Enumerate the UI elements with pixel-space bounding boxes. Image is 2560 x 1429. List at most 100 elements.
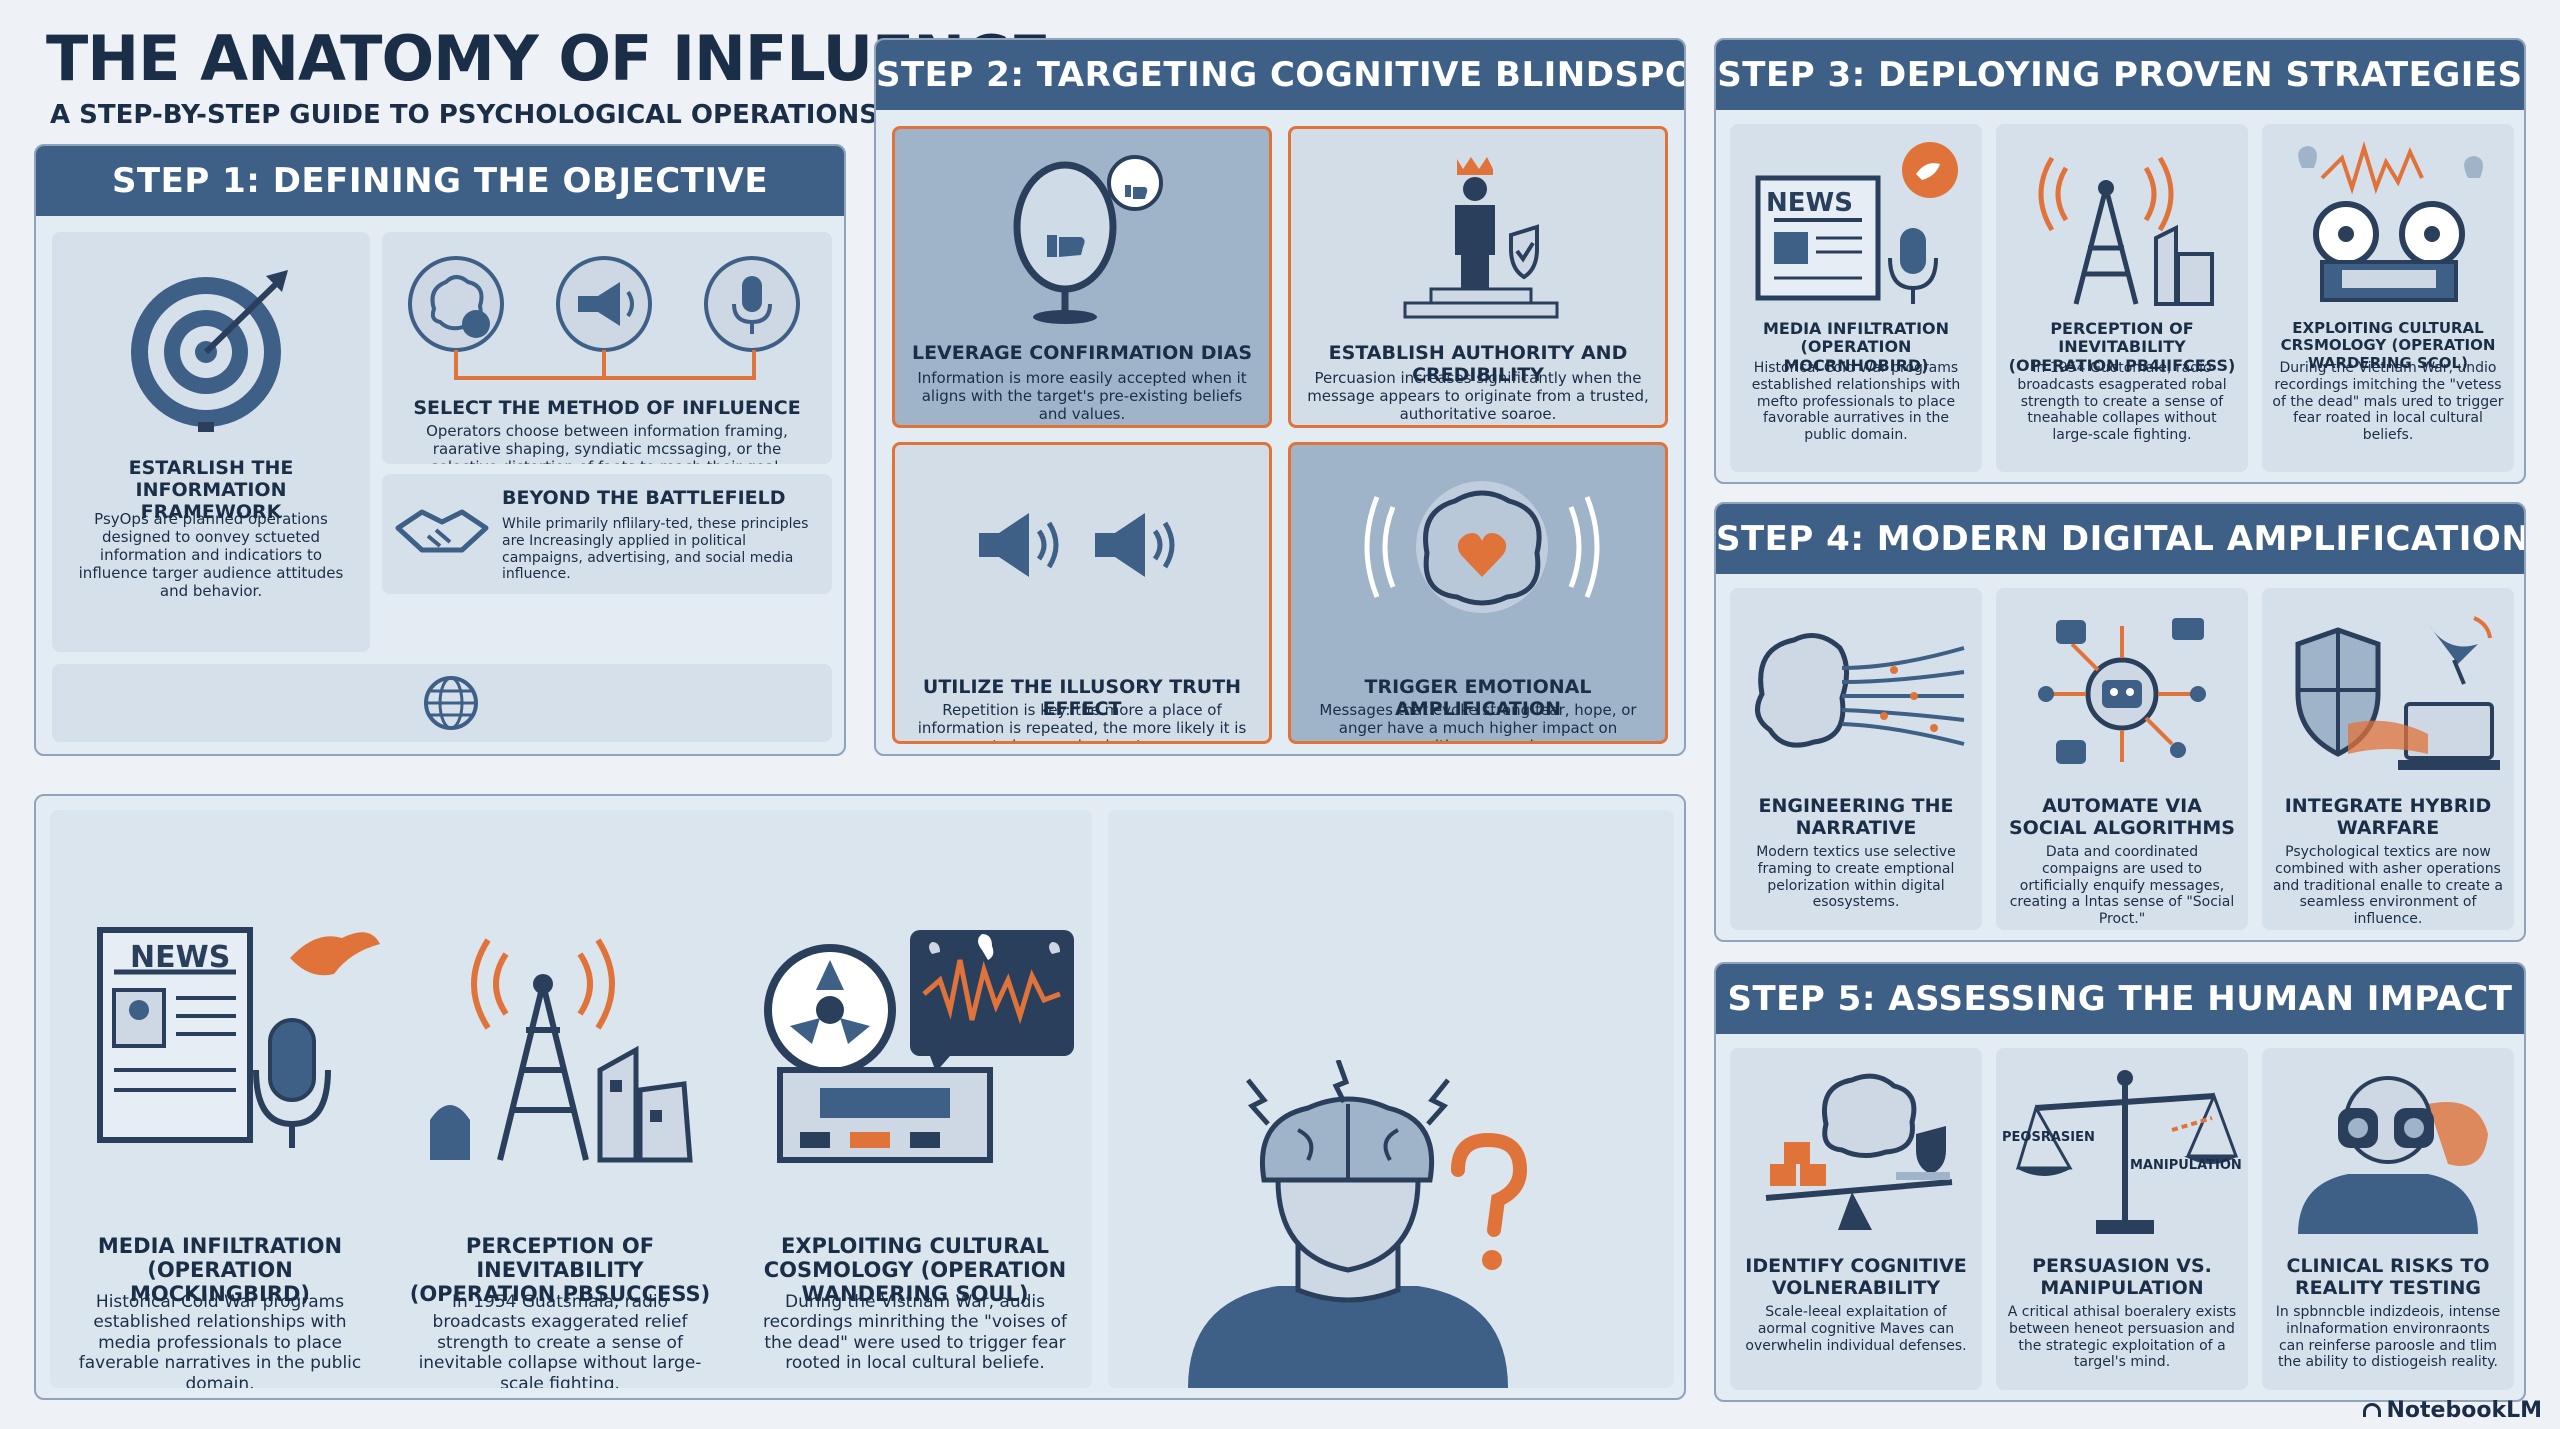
bottom-person-area: [1108, 810, 1674, 1388]
globe-icon: [424, 676, 478, 730]
bottom-card-media-title: MEDIA INFILTRATION (OPERATION MOCKINGBIR…: [97, 1234, 343, 1307]
confused-person-icon: [1188, 1060, 1528, 1388]
bottom-card-cosmology-body: During the Vistnam War, audis recordings…: [762, 1292, 1068, 1374]
mirror-icon: [1013, 155, 1163, 324]
step1-card-method: SELECT THE METHOD OF INFLUENCE Operators…: [382, 232, 832, 464]
newspaper-icon: [97, 927, 380, 1148]
step4-card-algorithms: AUTOMATE VIA SOCIAL ALGORITHMS Data and …: [1996, 588, 2248, 930]
step4-card-narrative: ENGINEERING THE NARRATIVE Modern textics…: [1730, 588, 1982, 930]
step1-card-beyond-title: BEYOND THE BATTLEFIELD: [502, 487, 786, 509]
reel-recorder-icon: [2298, 141, 2483, 302]
step1-card-framework-title: ESTARLISH THE INFORMATION FRAMEWORK: [128, 457, 294, 523]
step4-heading: STEP 4: MODERN DIGITAL AMPLIFICATION: [1716, 504, 2524, 574]
step1-card-beyond-body: While primarily nflilary-ted, these prin…: [502, 516, 809, 583]
binoculars-person-icon: [2298, 1076, 2488, 1234]
handshake-icon: [395, 509, 489, 553]
step2-card-confirmation-body: Information is more easily accepted when…: [917, 369, 1247, 423]
step2-card-illusory: UTILIZE THE ILLUSORY TRUTH EFFECT Repeti…: [892, 442, 1272, 744]
step5-card-reality: CLINICAL RISKS TO REALITY TESTING In spb…: [2262, 1048, 2514, 1390]
step5-card-vulnerability-title: IDENTIFY COGNITIVE VOLNERABILITY: [1745, 1255, 1967, 1299]
podium-authority-icon: [1403, 157, 1559, 319]
step3-card-cosmology-body: During the Vietnam War, undio recordings…: [2272, 360, 2504, 444]
step3-card-inevitability-title: PERCEPTION OF INEVITABILITY (OPERATION P…: [2008, 319, 2236, 375]
step3-card-media-body: Historical Cold War programs established…: [1751, 360, 1961, 444]
reel-recorder-icon: [764, 930, 1074, 1163]
balance-scale-icon: [2015, 1070, 2238, 1234]
step2-card-confirmation: LEVERAGE CONFIRMATION DIAS Information i…: [892, 126, 1272, 428]
brand-label: NotebookLM: [2386, 1398, 2542, 1423]
brand-logo-icon: [2362, 1403, 2381, 1417]
step2-card-emotion-body: Messages that evoke strong fear, hope, o…: [1319, 701, 1637, 741]
microphone-icon: [704, 256, 800, 352]
bottom-card-cosmology-title: EXPLOITING CULTURAL COSMOLOGY (OPERATION…: [763, 1234, 1067, 1307]
bottom-card-inevitability-body: In 1954 Guatsmala, radio broadcasts exag…: [418, 1292, 702, 1388]
step5-panel: STEP 5: ASSESSING THE HUMAN IMPACT IDENT…: [1714, 962, 2526, 1402]
bottom-panel: NEWS MEDIA INFILTRATION (OPERATION MOCKI…: [34, 794, 1686, 1400]
step1-card-method-body: Operators choose between information fra…: [426, 422, 788, 464]
step2-card-emotion: TRIGGER EMOTIONAL AMPLIFICATION Messages…: [1288, 442, 1668, 744]
step1-panel: STEP 1: DEFINING THE OBJECTIVE ESTARLISH…: [34, 144, 846, 756]
step3-card-media: NEWS MEDIA INFILTRATION (OPERATION MOCRN…: [1730, 124, 1982, 472]
page-title: THE ANATOMY OF INFLUENCE:: [46, 22, 1075, 95]
step4-card-narrative-title: ENGINEERING THE NARRATIVE: [1758, 795, 1954, 839]
step5-card-persuasion-title: PERSUASION VS. MANIPULATION: [2032, 1255, 2212, 1299]
step1-card-beyond: BEYOND THE BATTLEFIELD While primarily n…: [382, 474, 832, 594]
step2-panel: STEP 2: TARGETING COGNITIVE BLINDSPOTS L…: [874, 38, 1686, 756]
step5-card-reality-title: CLINICAL RISKS TO REALITY TESTING: [2286, 1255, 2490, 1299]
step5-heading: STEP 5: ASSESSING THE HUMAN IMPACT: [1716, 964, 2524, 1034]
step4-card-algorithms-body: Data and coordinated compaigns are used …: [2009, 844, 2235, 928]
brain-icon: [408, 256, 504, 352]
step5-card-vulnerability-body: Scale-leeal explaitation of aormal cogni…: [1745, 1304, 1967, 1354]
step3-heading: STEP 3: DEPLOYING PROVEN STRATEGIES: [1716, 40, 2524, 110]
bottom-card-media-body: Historical Cold War programs established…: [78, 1292, 362, 1388]
step2-card-confirmation-title: LEVERAGE CONFIRMATION DIAS: [911, 342, 1253, 364]
radio-tower-icon: [430, 938, 693, 1163]
notebooklm-brand: NotebookLM: [2362, 1398, 2542, 1423]
step3-card-inevitability: PERCEPTION OF INEVITABILITY (OPERATION P…: [1996, 124, 2248, 472]
step2-card-illusory-body: Repetition is key: the more a place of i…: [917, 701, 1247, 741]
scale-label-manipulation: MANIPULATION: [2130, 1158, 2242, 1173]
step2-card-authority-title: ESTABLISH AUTHORITY AND CREDIBILITY: [1328, 342, 1628, 386]
step1-card-framework: ESTARLISH THE INFORMATION FRAMEWORK PsyO…: [52, 232, 370, 652]
bottom-card-media: NEWS MEDIA INFILTRATION (OPERATION MOCKI…: [50, 810, 390, 1388]
scale-label-persuasion: PEOSRASIEN: [2002, 1130, 2095, 1145]
step2-card-authority: ESTABLISH AUTHORITY AND CREDIBILITY Perc…: [1288, 126, 1668, 428]
megaphone-pair-icon: [979, 513, 1175, 577]
bottom-card-cosmology: EXPLOITING CULTURAL COSMOLOGY (OPERATION…: [740, 810, 1090, 1388]
step5-card-persuasion: PEOSRASIEN MANIPULATION PERSUASION VS. M…: [1996, 1048, 2248, 1390]
step1-card-framework-body: PsyOps are planned operations designed t…: [78, 510, 344, 600]
step2-card-illusory-title: UTILIZE THE ILLUSORY TRUTH EFFECT: [922, 676, 1242, 720]
step1-card-method-title: SELECT THE METHOD OF INFLUENCE: [413, 397, 801, 419]
step2-heading: STEP 2: TARGETING COGNITIVE BLINDSPOTS: [876, 40, 1684, 110]
step1-globe-strip: [52, 664, 832, 742]
megaphone-icon: [556, 256, 652, 352]
step3-card-inevitability-body: In 1954 Guotomale, radio broadcasts esag…: [2017, 360, 2227, 444]
bottom-card-inevitability-title: PERCEPTION OF INEVITABILITY (OPERATION P…: [409, 1234, 711, 1307]
target-icon: [131, 270, 288, 432]
step4-card-narrative-body: Modern textics use selective framing to …: [1756, 844, 1956, 911]
bottom-card-inevitability: PERCEPTION OF INEVITABILITY (OPERATION P…: [390, 810, 730, 1388]
page-subtitle: A STEP-BY-STEP GUIDE TO PSYCHOLOGICAL OP…: [50, 100, 1027, 130]
step2-card-authority-body: Percuasion increases significantly when …: [1307, 369, 1649, 423]
step4-card-hybrid-body: Psychological textics are now combined w…: [2272, 844, 2503, 928]
brain-weights-icon: [1765, 1073, 1953, 1230]
brain-heart-icon: [1364, 481, 1600, 613]
bottom-strategies-area: NEWS MEDIA INFILTRATION (OPERATION MOCKI…: [50, 810, 1092, 1388]
bot-network-icon: [2038, 618, 2206, 764]
bottom-news-label: NEWS: [130, 940, 231, 975]
step4-panel: STEP 4: MODERN DIGITAL AMPLIFICATION ENG…: [1714, 502, 2526, 942]
brain-network-icon: [1755, 633, 1965, 748]
step3-panel: STEP 3: DEPLOYING PROVEN STRATEGIES NEWS…: [1714, 38, 2526, 484]
step3-news-label: NEWS: [1766, 188, 1853, 218]
step5-card-reality-body: In spbnncble indizdeois, intense inlnafo…: [2275, 1304, 2501, 1371]
step5-card-persuasion-body: A critical athisal boeralery exists betw…: [2007, 1304, 2237, 1371]
step3-card-media-title: MEDIA INFILTRATION (OPERATION MOCRNHOBIR…: [1762, 319, 1950, 375]
connector-lines: [454, 350, 756, 380]
step3-card-cosmology: EXPLOITING CULTURAL CRSMOLOGY (OPERATION…: [2262, 124, 2514, 472]
step2-card-emotion-title: TRIGGER EMOTIONAL AMPLIFICATION: [1364, 676, 1592, 720]
step4-card-algorithms-title: AUTOMATE VIA SOCIAL ALGORITHMS: [2009, 795, 2235, 839]
radio-tower-icon: [2038, 156, 2214, 306]
step4-card-hybrid: INTEGRATE HYBRID WARFARE Psychological t…: [2262, 588, 2514, 930]
step4-card-hybrid-title: INTEGRATE HYBRID WARFARE: [2284, 795, 2492, 839]
newspaper-icon: [1755, 142, 1958, 304]
